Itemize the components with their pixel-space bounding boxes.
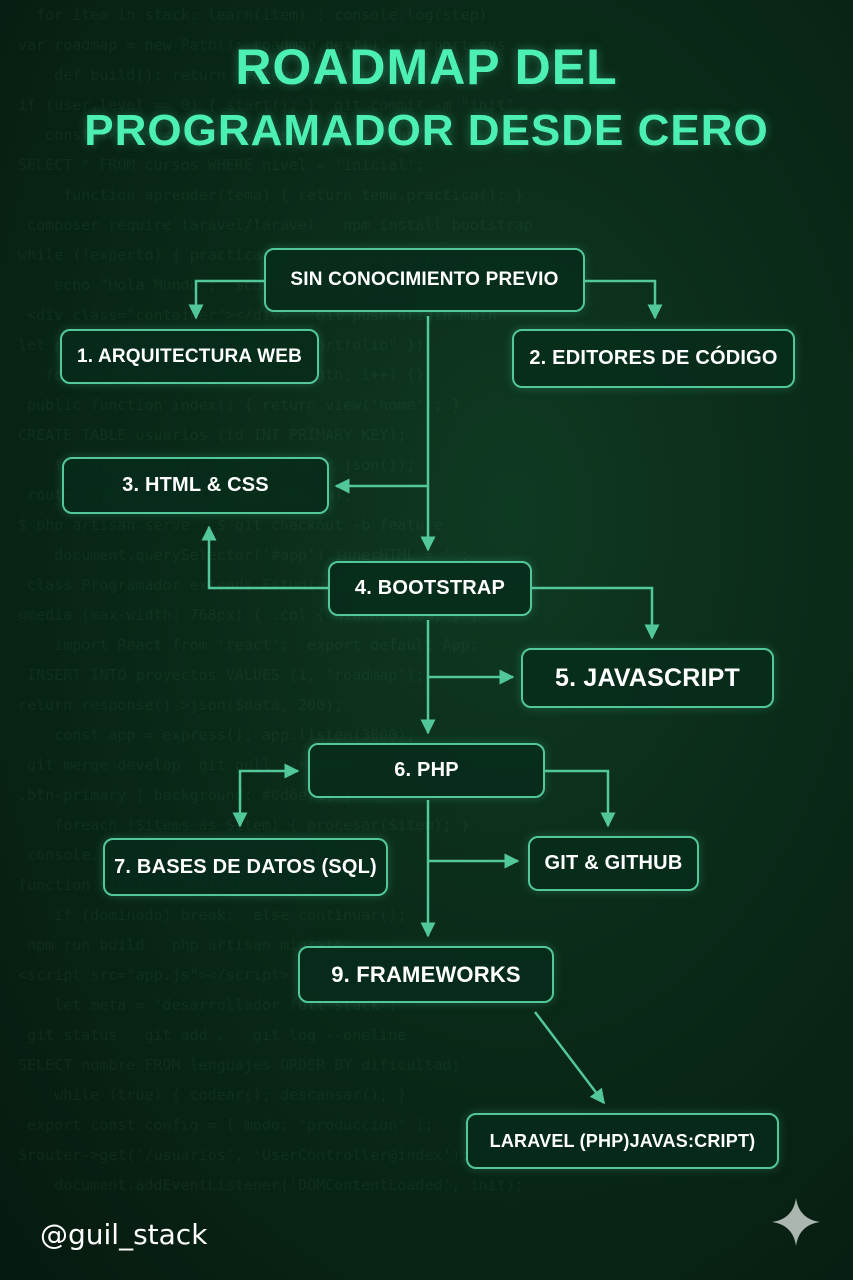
author-handle: @guil_stack — [40, 1218, 208, 1251]
node-git-github: GIT & GITHUB — [528, 836, 699, 891]
node-frameworks: 9. FRAMEWORKS — [298, 946, 554, 1003]
node-bases-de-datos: 7. BASES DE DATOS (SQL) — [103, 838, 388, 896]
node-php: 6. PHP — [308, 743, 545, 798]
node-editores-codigo: 2. EDITORES DE CÓDIGO — [512, 329, 795, 388]
title-line-2: PROGRAMADOR DESDE CERO — [84, 106, 769, 155]
connector-start-editores — [585, 279, 663, 320]
connector-bootstrap-javascript-elbow — [532, 586, 660, 640]
node-arquitectura-web: 1. ARQUITECTURA WEB — [60, 329, 319, 384]
connector-php-sql — [232, 763, 300, 828]
connector-start-arquitectura — [188, 279, 264, 320]
node-bootstrap: 4. BOOTSTRAP — [328, 561, 532, 616]
connector-frameworks-laravel — [534, 1011, 605, 1105]
node-javascript: 5. JAVASCRIPT — [521, 648, 774, 708]
node-laravel: LARAVEL (PHP)JAVAS:CRIPT) — [466, 1113, 779, 1169]
sparkle-icon — [772, 1198, 820, 1246]
connector-php-git-elbow — [545, 769, 616, 828]
node-start: SIN CONOCIMIENTO PREVIO — [264, 248, 585, 312]
node-html-css: 3. HTML & CSS — [62, 457, 329, 514]
title-line-1: ROADMAP DEL — [235, 39, 618, 95]
connector-bootstrap-htmlcss — [201, 525, 328, 590]
